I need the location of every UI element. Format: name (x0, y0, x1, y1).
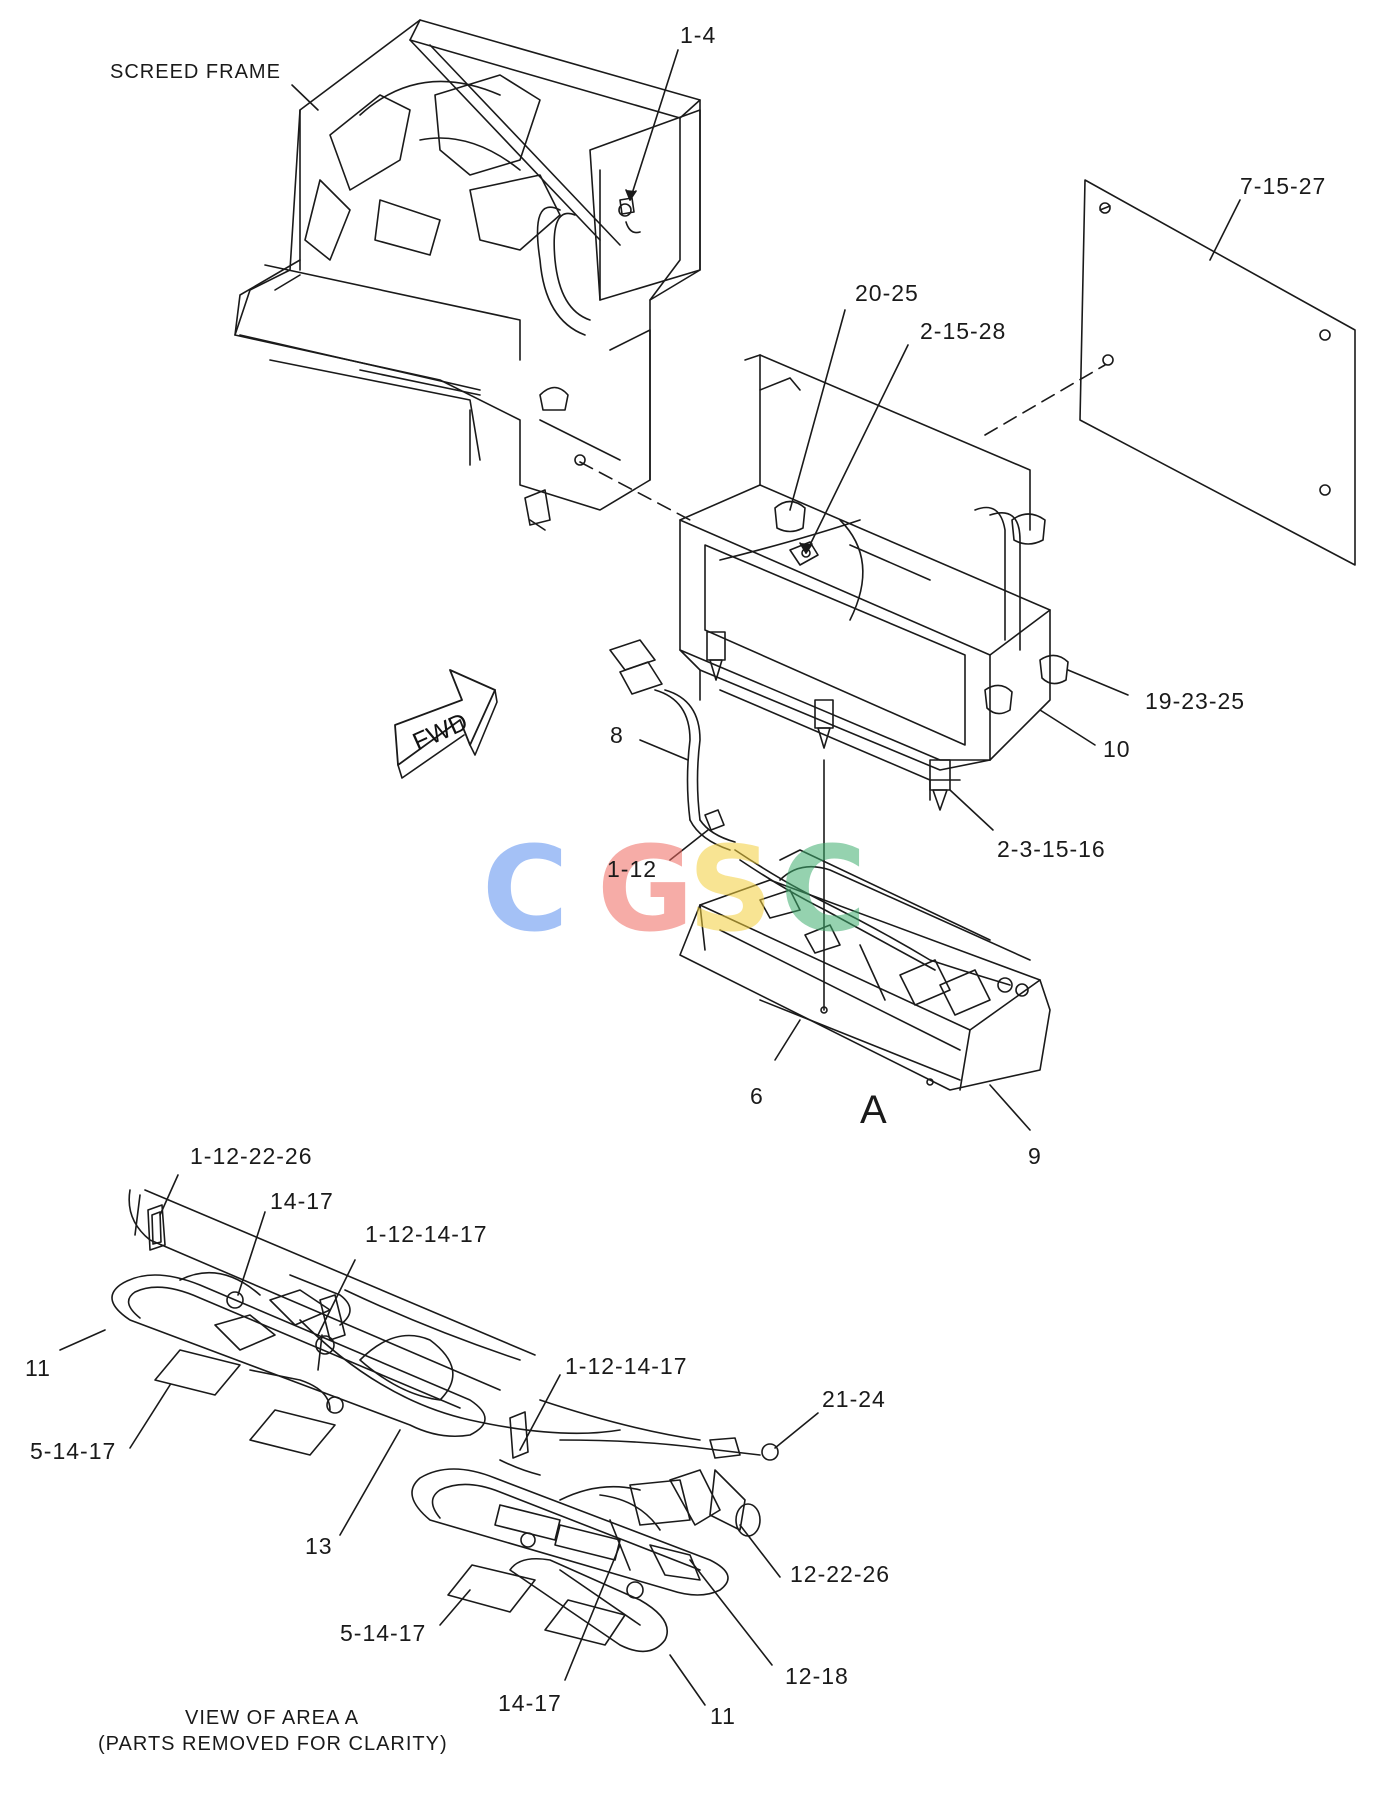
leader-14-17-b (564, 1544, 621, 1681)
label-screed-frame: SCREED FRAME (110, 61, 281, 83)
label-1-4: 1-4 (680, 22, 717, 48)
leader-14-17-a (237, 1211, 266, 1296)
leader-11-a (59, 1329, 106, 1351)
fwd-arrow-shape (394, 669, 498, 779)
label-1-12-14-17-b: 1-12-14-17 (565, 1353, 688, 1379)
leader-1-12-14-17-b (519, 1374, 561, 1451)
label-12-18: 12-18 (785, 1663, 849, 1689)
leader-12-22-26 (739, 1524, 781, 1578)
label-1-12-22-26: 1-12-22-26 (190, 1143, 313, 1169)
caption-line-1: VIEW OF AREA A (185, 1707, 360, 1729)
leader-1-12 (669, 829, 709, 861)
label-1-12-14-17-a: 1-12-14-17 (365, 1221, 488, 1247)
watermark-letter-g: G (597, 820, 694, 958)
harness-8-drawing (609, 639, 736, 851)
leader-19-23-25 (1067, 669, 1129, 696)
label-7-15-27: 7-15-27 (1240, 173, 1327, 199)
label-5-14-17-b: 5-14-17 (340, 1620, 427, 1646)
mounting-bracket-drawing (679, 354, 1069, 811)
alignment-line-frame (579, 461, 691, 521)
leader-2-3-15-16 (949, 789, 994, 831)
label-11-a: 11 (25, 1355, 51, 1381)
leader-11-b (669, 1654, 706, 1706)
caption-line-2: (PARTS REMOVED FOR CLARITY) (98, 1733, 448, 1755)
leader-1-12-14-17-a (317, 1259, 356, 1336)
label-2-15-28: 2-15-28 (920, 318, 1007, 344)
control-box-drawing (679, 849, 1051, 1091)
alignment-line-cover (984, 364, 1106, 436)
leader-12-18 (689, 1559, 773, 1666)
label-14-17-a: 14-17 (270, 1188, 334, 1214)
watermark-letter-c1: C (482, 820, 569, 958)
label-20-25: 20-25 (855, 280, 919, 306)
label-13: 13 (305, 1533, 333, 1559)
leader-2-15-28 (805, 344, 909, 554)
leader-7-15-27 (1209, 199, 1241, 261)
label-10: 10 (1103, 736, 1131, 762)
leader-1-4 (629, 49, 679, 201)
label-12-22-26: 12-22-26 (790, 1561, 891, 1587)
label-19-23-25: 19-23-25 (1145, 688, 1246, 714)
watermark-letter-c2: C (780, 820, 867, 958)
cover-plate-drawing (1079, 179, 1356, 566)
leader-6 (774, 1019, 801, 1061)
leader-9 (989, 1084, 1031, 1131)
label-21-24: 21-24 (822, 1386, 886, 1412)
leader-10 (1039, 709, 1096, 746)
leader-1-12-22-26 (159, 1174, 179, 1216)
label-8: 8 (610, 722, 624, 748)
leader-8 (639, 739, 689, 761)
watermark-letter-s: S (688, 820, 773, 958)
label-5-14-17-a: 5-14-17 (30, 1438, 117, 1464)
leader-21-24 (774, 1412, 819, 1449)
label-14-17-b: 14-17 (498, 1690, 562, 1716)
screed-frame-drawing (234, 19, 701, 531)
label-area-a: A (860, 1088, 887, 1132)
leader-5-14-17-b (439, 1589, 471, 1626)
label-9: 9 (1028, 1143, 1042, 1169)
leader-13 (339, 1429, 401, 1536)
leader-5-14-17-a (129, 1384, 171, 1449)
label-11-b: 11 (710, 1703, 736, 1729)
label-6: 6 (750, 1083, 764, 1109)
leader-screed-frame (291, 84, 319, 111)
leader-20-25 (789, 309, 846, 511)
label-2-3-15-16: 2-3-15-16 (997, 836, 1106, 862)
label-1-12: 1-12 (607, 856, 658, 882)
area-a-detail-drawing (111, 1189, 779, 1653)
